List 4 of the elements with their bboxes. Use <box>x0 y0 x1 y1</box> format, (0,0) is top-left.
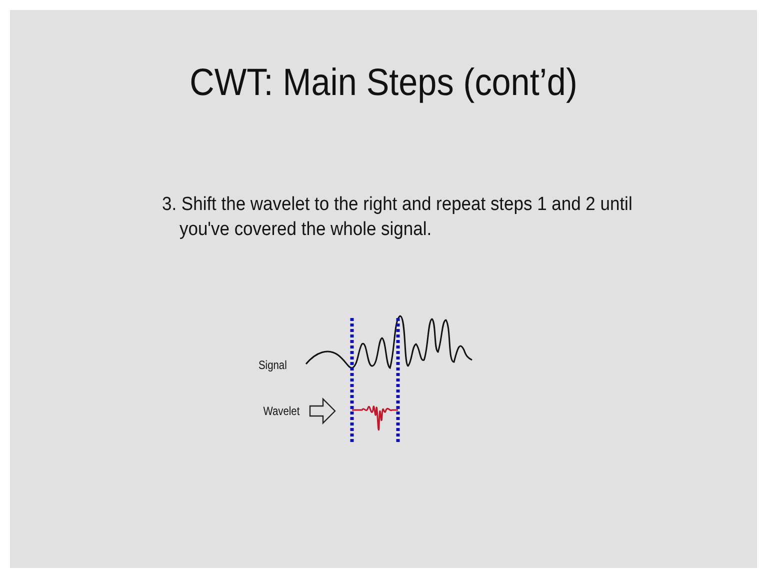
slide-title: CWT: Main Steps (cont’d) <box>188 62 578 105</box>
axis-label: Signal <box>258 358 287 372</box>
axis-label: Wavelet <box>263 404 300 418</box>
step-text: 3. Shift the wavelet to the right and repeat steps 1 and 2 until you've covered the whole signal. <box>162 193 634 242</box>
